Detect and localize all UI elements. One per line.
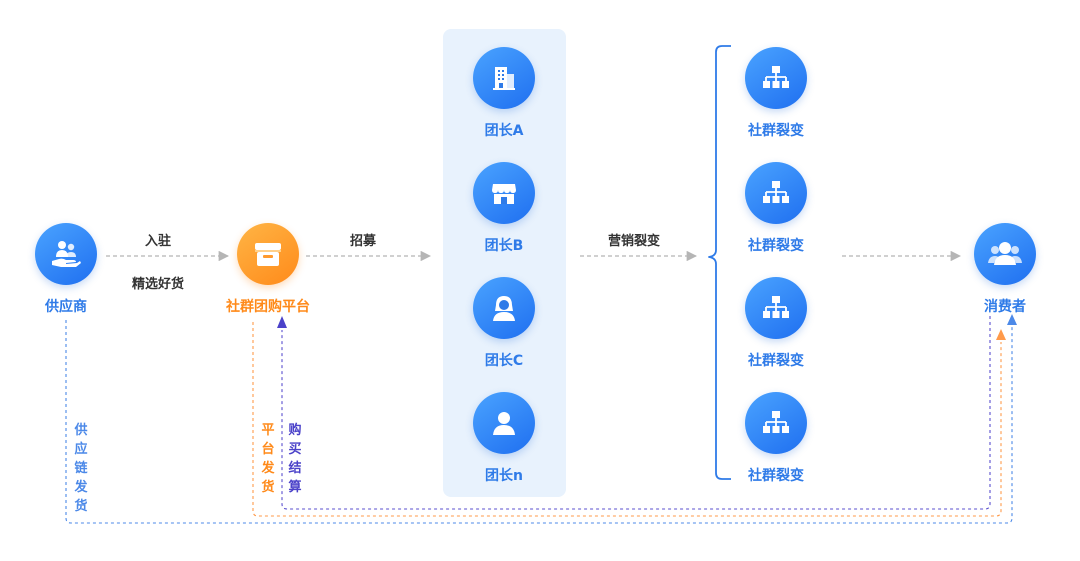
fission-label-1: 社群裂变 (748, 123, 804, 139)
fission-node-4 (745, 392, 807, 454)
consumer-node (974, 223, 1036, 285)
fission-node-2 (745, 162, 807, 224)
fission-node-1 (745, 47, 807, 109)
supplier-node (35, 223, 97, 285)
building-icon (493, 67, 515, 90)
leader-c-node (473, 277, 535, 339)
fission-bracket (708, 45, 731, 480)
return-line-platform-shipping (252, 322, 1002, 517)
return-label-platform-shipping: 平台发货 (261, 423, 275, 495)
return-line-purchase-settlement (281, 316, 991, 510)
return-line-supply-chain (65, 320, 1013, 524)
edge-label-marketing-fission: 营销裂变 (607, 234, 661, 249)
fission-node-3 (745, 277, 807, 339)
hand-people-icon (52, 241, 81, 267)
leader-a-node (473, 47, 535, 109)
org-tree-icon (763, 181, 789, 203)
platform-node (237, 223, 299, 285)
leader-n-label: 团长n (485, 468, 523, 484)
leader-b-node (473, 162, 535, 224)
platform-label: 社群团购平台 (226, 299, 310, 315)
store-box-icon (255, 243, 281, 266)
return-arrowhead-supply-chain (1007, 314, 1017, 325)
return-arrowhead-platform-shipping (996, 329, 1006, 340)
leader-a-label: 团长A (484, 123, 524, 139)
leader-n-node (473, 392, 535, 454)
org-tree-icon (763, 296, 789, 318)
return-arrowhead-purchase-settlement (277, 316, 287, 328)
consumer-label: 消费者 (984, 299, 1026, 315)
edge-label-settle-in: 入驻 (144, 234, 172, 249)
return-label-purchase-settlement: 购买结算 (288, 423, 302, 495)
org-tree-icon (763, 66, 789, 88)
storefront-icon (492, 184, 516, 204)
user-icon (493, 412, 515, 435)
leader-b-label: 团长B (484, 238, 524, 254)
leader-c-label: 团长C (484, 353, 524, 369)
edge-label-recruit: 招募 (349, 234, 377, 249)
fission-label-3: 社群裂变 (748, 353, 804, 369)
org-tree-icon (763, 411, 789, 433)
users-icon (988, 242, 1022, 265)
fission-label-4: 社群裂变 (748, 468, 804, 484)
return-label-supply-chain: 供应链发货 (74, 423, 88, 514)
supplier-label: 供应商 (45, 299, 87, 315)
fission-label-2: 社群裂变 (748, 238, 804, 254)
edge-label-select-goods: 精选好货 (131, 277, 185, 292)
female-user-icon (493, 296, 515, 321)
